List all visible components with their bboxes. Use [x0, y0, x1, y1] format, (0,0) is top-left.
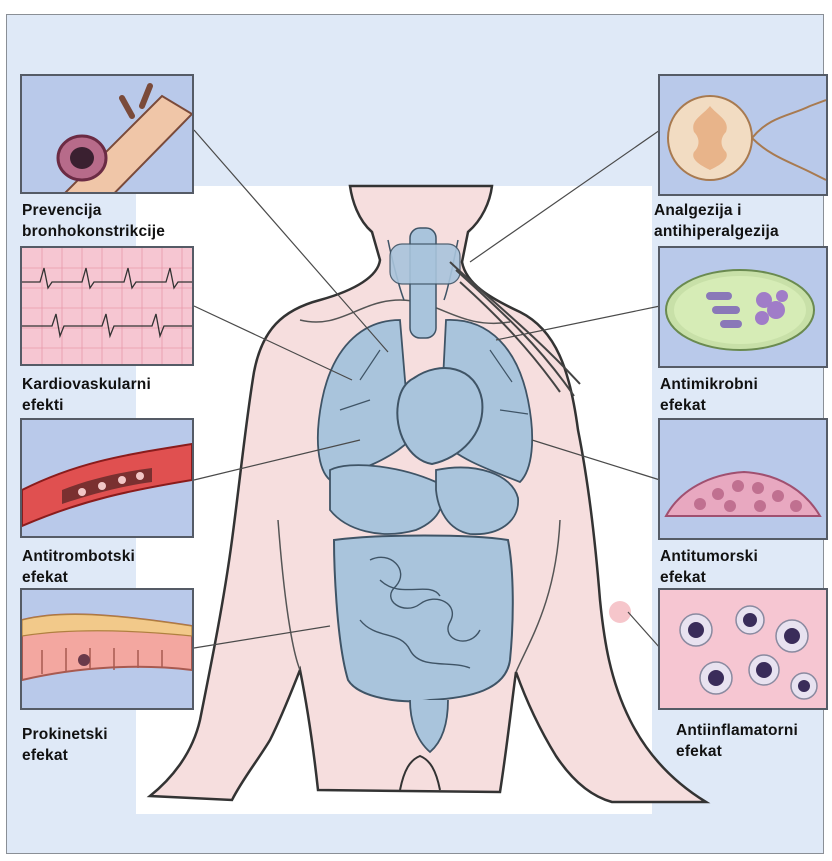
prokinetic-panel	[20, 588, 194, 710]
antitumor-panel	[658, 418, 828, 540]
antiinflammatory-label: Antiinflamatorni efekat	[676, 720, 798, 762]
antiinflammatory-label-line-1: Antiinflamatorni	[676, 720, 798, 741]
ecg-trace-icon	[22, 248, 192, 364]
intestine-segment-icon	[22, 590, 192, 708]
antitumor-label-line-1: Antitumorski	[660, 546, 758, 567]
tumor-cell-mass-icon	[660, 420, 826, 538]
antimicrobial-panel	[658, 246, 828, 368]
antithrombotic-label: Antitrombotski efekat	[22, 546, 135, 588]
antiinflammatory-label-line-2: efekat	[676, 741, 798, 762]
antitumor-label: Antitumorski efekat	[660, 546, 758, 588]
immune-cells-icon	[660, 590, 826, 708]
cardio-label-line-2: efekti	[22, 395, 151, 416]
spinal-cord-section-icon	[660, 76, 826, 194]
antimicrobial-label: Antimikrobni efekat	[660, 374, 758, 416]
analgesia-label-line-1: Analgezija i	[654, 200, 779, 221]
analgesia-label: Analgezija i antihiperalgezija	[654, 200, 779, 242]
bronchi-label-line-2: bronhokonstrikcije	[22, 221, 165, 242]
antimicrobial-label-line-2: efekat	[660, 395, 758, 416]
bronchi-label-line-1: Prevencija	[22, 200, 165, 221]
blood-vessel-clot-icon	[22, 420, 192, 536]
cardio-label-line-1: Kardiovaskularni	[22, 374, 151, 395]
antithrombotic-label-line-1: Antitrombotski	[22, 546, 135, 567]
inflamed-spot	[609, 601, 631, 623]
analgesia-panel	[658, 74, 828, 196]
bronchi-label: Prevencija bronhokonstrikcije	[22, 200, 165, 242]
petri-dish-bacteria-icon	[660, 248, 826, 366]
antimicrobial-label-line-1: Antimikrobni	[660, 374, 758, 395]
antithrombotic-label-line-2: efekat	[22, 567, 135, 588]
antitumor-label-line-2: efekat	[660, 567, 758, 588]
analgesia-label-line-2: antihiperalgezija	[654, 221, 779, 242]
antiinflammatory-panel	[658, 588, 828, 710]
prokinetic-label-line-1: Prokinetski	[22, 724, 108, 745]
prokinetic-label-line-2: efekat	[22, 745, 108, 766]
cardio-panel	[20, 246, 194, 366]
bronchi-panel	[20, 74, 194, 194]
cardio-label: Kardiovaskularni efekti	[22, 374, 151, 416]
antithrombotic-panel	[20, 418, 194, 538]
bronchus-cross-section-icon	[22, 76, 192, 192]
prokinetic-label: Prokinetski efekat	[22, 724, 108, 766]
